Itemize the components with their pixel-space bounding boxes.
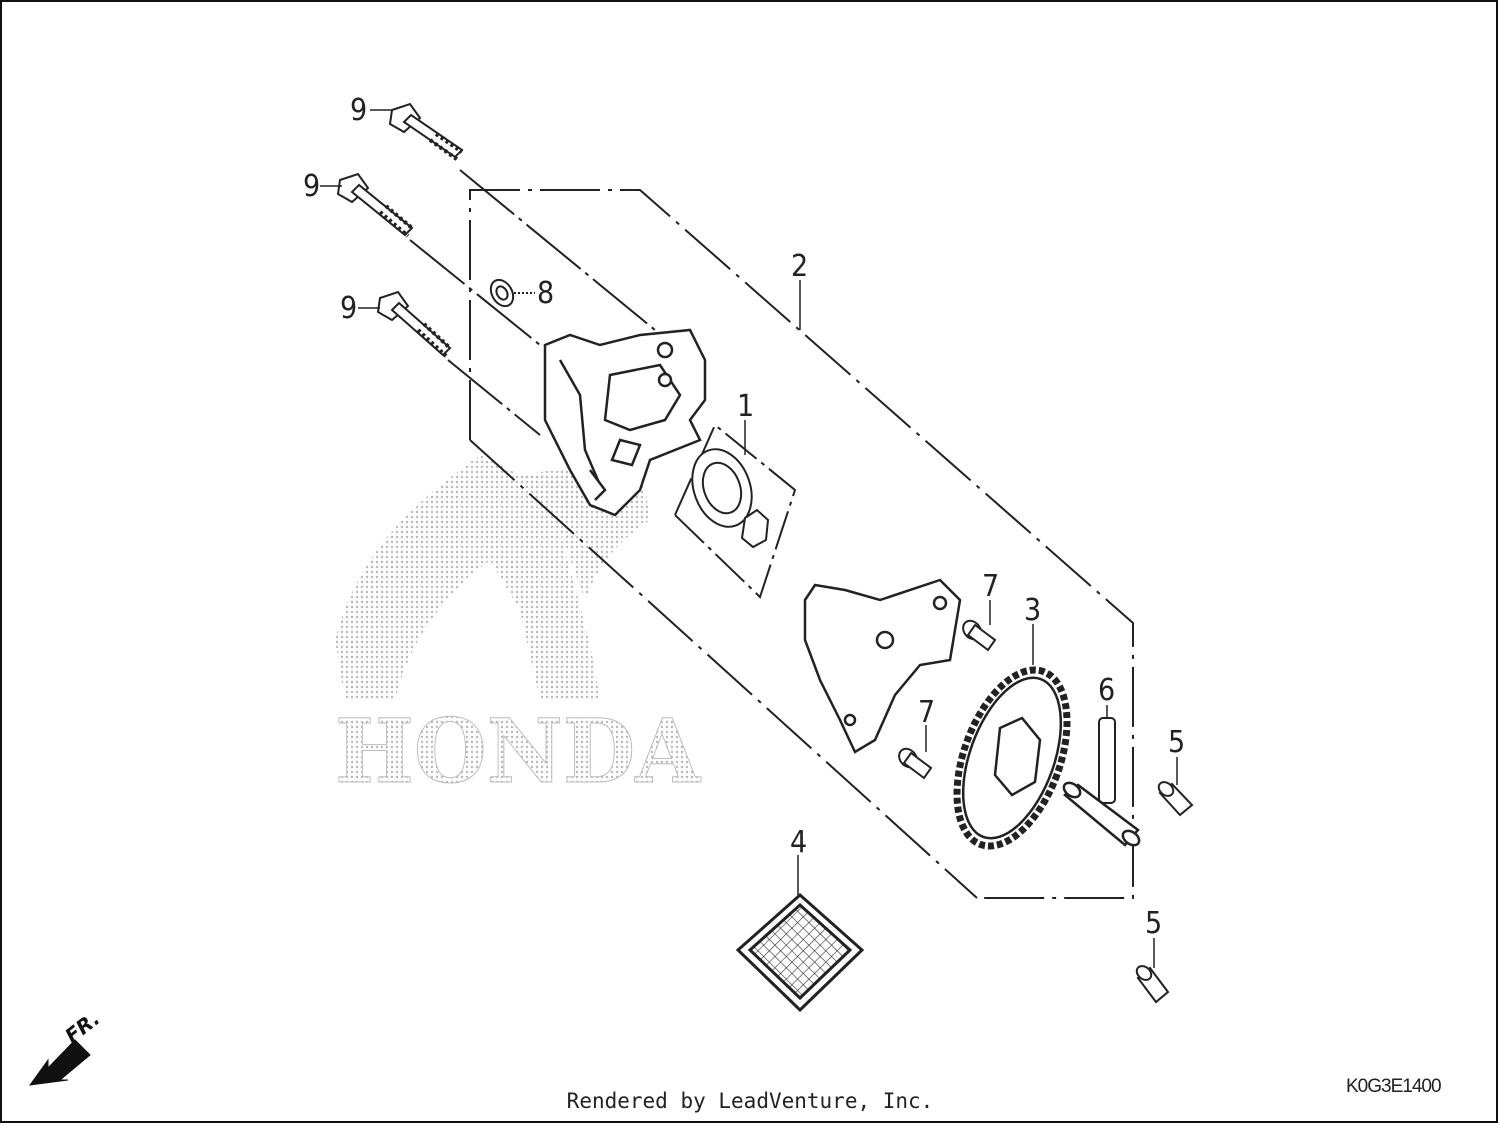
assembly-outline bbox=[469, 189, 1134, 899]
callout-oil-pump-assembly: 2 bbox=[791, 249, 808, 284]
bolt-leader-lines bbox=[409, 169, 656, 436]
screw-lower bbox=[898, 747, 933, 780]
pump-shaft bbox=[1062, 781, 1141, 847]
callout-collar-upper: 5 bbox=[1168, 725, 1185, 760]
callout-strainer-screen: 4 bbox=[790, 825, 807, 860]
callout-dowel-pin: 8 bbox=[537, 276, 554, 311]
rotor-set bbox=[673, 423, 797, 599]
collar-upper bbox=[1157, 781, 1194, 817]
front-direction-arrow-icon bbox=[28, 1039, 91, 1086]
bolt-middle bbox=[336, 172, 414, 238]
pump-cover-plate bbox=[803, 578, 962, 754]
callout-screw-upper: 7 bbox=[982, 569, 999, 604]
bolt-top bbox=[388, 102, 464, 162]
callout-rotor-set: 1 bbox=[737, 389, 754, 424]
oil-pump-body bbox=[543, 328, 707, 517]
callout-screw-lower: 7 bbox=[918, 695, 935, 730]
callout-bolt-middle: 9 bbox=[303, 169, 320, 204]
bolt-lower bbox=[376, 290, 452, 358]
strainer-screen bbox=[735, 892, 865, 1013]
screw-upper bbox=[962, 619, 997, 652]
render-credit: Rendered by LeadVenture, Inc. bbox=[566, 1089, 934, 1113]
collar-lower bbox=[1135, 965, 1170, 1004]
drawing-code: K0G3E1400 bbox=[1346, 1076, 1442, 1097]
callout-shaft-pin: 6 bbox=[1098, 673, 1115, 708]
driven-sprocket bbox=[953, 666, 1071, 850]
callout-leaders bbox=[320, 109, 1178, 968]
callout-collar-lower: 5 bbox=[1145, 906, 1162, 941]
callout-bolt-top: 9 bbox=[350, 93, 367, 128]
callout-driven-sprocket: 3 bbox=[1024, 593, 1041, 628]
dowel-pin bbox=[489, 278, 515, 308]
honda-watermark-text: HONDA bbox=[335, 699, 702, 803]
callout-bolt-lower: 9 bbox=[340, 291, 357, 326]
direction-marker-text: FR. bbox=[60, 1006, 104, 1048]
shaft-pin bbox=[1098, 717, 1116, 804]
